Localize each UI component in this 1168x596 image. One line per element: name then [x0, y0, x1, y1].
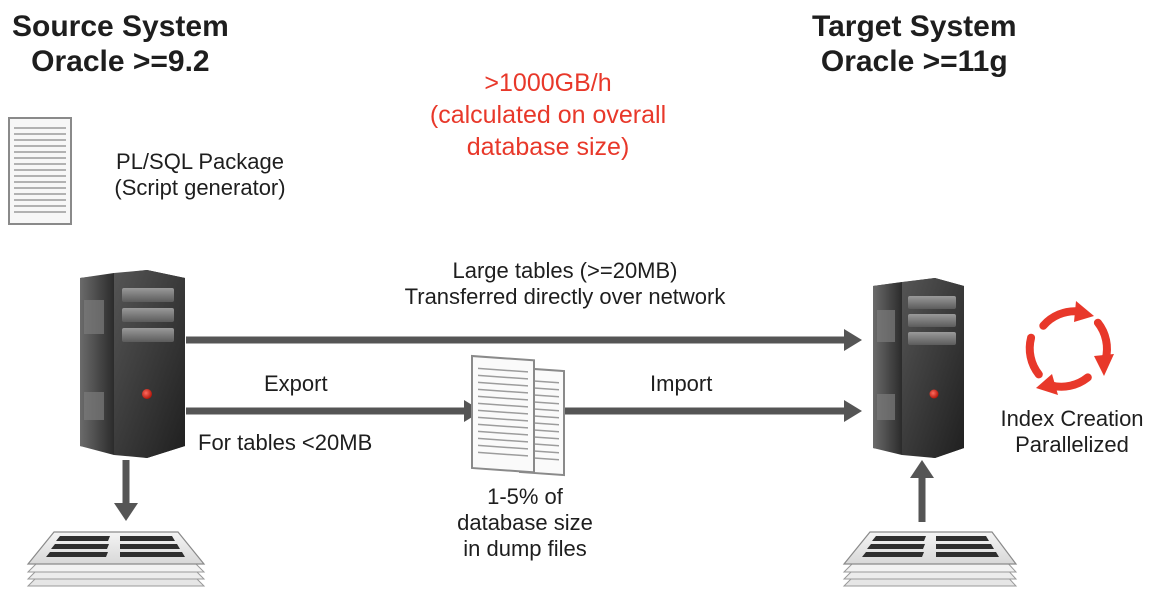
- plsql-line1: PL/SQL Package: [116, 149, 284, 174]
- export-arrow: [186, 400, 482, 422]
- throughput-line2: (calculated on overall: [429, 101, 667, 129]
- index-line1: Index Creation: [1000, 406, 1144, 431]
- import-arrow: [546, 400, 862, 422]
- index-line2: Parallelized: [1015, 431, 1129, 457]
- source-title-line1: Source System: [12, 10, 229, 43]
- target-title-line2: Oracle >=11g: [820, 45, 1008, 79]
- export-label: Export: [264, 371, 328, 396]
- dump-line2: database size: [457, 509, 593, 535]
- source-data-sheets-icon: [26, 531, 206, 587]
- large-tables-arrow: [186, 329, 862, 351]
- throughput-line1: >1000GB/h: [484, 69, 612, 97]
- plsql-label: PL/SQL Package (Script generator): [80, 149, 320, 201]
- import-label: Import: [650, 371, 713, 396]
- target-up-arrow: [910, 460, 934, 522]
- large-tables-label: Large tables (>=20MB) Transferred direct…: [330, 258, 800, 310]
- throughput-line3: database size): [466, 133, 630, 161]
- target-title-line1: Target System: [812, 10, 1017, 43]
- source-down-arrow: [114, 460, 138, 521]
- cycle-arrows-icon: [1025, 307, 1111, 391]
- dump-files-icon: [471, 354, 565, 477]
- large-tables-line2: Transferred directly over network: [404, 283, 726, 309]
- throughput-note: >1000GB/h (calculated on overall databas…: [372, 67, 724, 163]
- source-server-icon: [80, 270, 185, 458]
- target-data-sheets-icon: [842, 531, 1018, 587]
- large-tables-line1: Large tables (>=20MB): [452, 258, 678, 283]
- source-title: Source System Oracle >=9.2: [12, 9, 229, 80]
- dump-label: 1-5% of database size in dump files: [410, 484, 640, 562]
- dump-line3: in dump files: [463, 535, 587, 561]
- source-title-line2: Oracle >=9.2: [31, 45, 210, 79]
- index-label: Index Creation Parallelized: [980, 406, 1164, 458]
- document-icon: [8, 117, 72, 225]
- target-server-icon: [873, 278, 964, 458]
- target-title: Target System Oracle >=11g: [812, 9, 1017, 80]
- small-tables-label: For tables <20MB: [198, 430, 373, 455]
- cycle-arrowheads: [1036, 301, 1114, 395]
- dump-line1: 1-5% of: [487, 484, 563, 509]
- plsql-line2: (Script generator): [114, 174, 286, 200]
